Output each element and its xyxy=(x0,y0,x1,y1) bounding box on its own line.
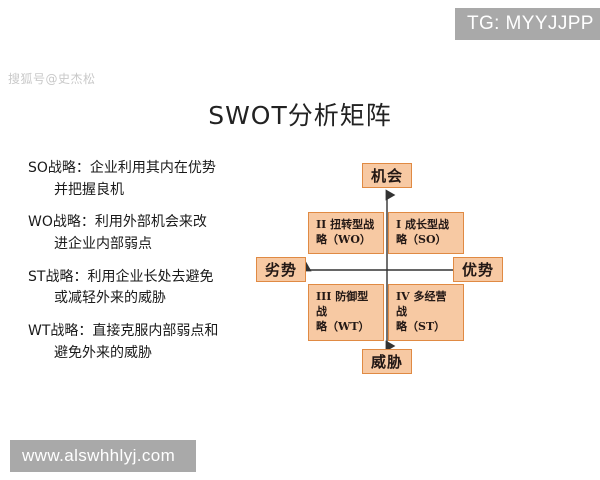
quadrant-wo-line-2: 略（WO） xyxy=(316,232,371,246)
strategy-wo-line-1: WO战略：利用外部机会来改 xyxy=(28,214,207,231)
strategy-st-line-1: ST战略：利用企业长处去避免 xyxy=(28,268,214,285)
quadrant-so-line-1: I 成长型战 xyxy=(396,218,449,231)
strategy-item-wo: WO战略：利用外部机会来改 进企业内部弱点 xyxy=(28,212,260,255)
axis-label-strength: 优势 xyxy=(453,257,503,282)
tg-banner: TG: MYYJJPP xyxy=(455,8,600,40)
strategy-wo-line-2: 进企业内部弱点 xyxy=(54,236,152,253)
quadrant-so: I 成长型战 略（SO） xyxy=(388,212,464,254)
quadrant-st-line-1: IV 多经营战 xyxy=(396,290,447,318)
strategy-st-line-2: 或减轻外来的威胁 xyxy=(54,290,166,307)
url-banner: www.alswhhlyj.com xyxy=(10,440,196,472)
quadrant-wt-line-2: 略（WT） xyxy=(316,319,370,333)
quadrant-wo-line-1: II 扭转型战 xyxy=(316,218,375,231)
strategy-so-line-1: SO战略：企业利用其内在优势 xyxy=(28,160,216,176)
quadrant-wt: III 防御型战 略（WT） xyxy=(308,284,384,341)
page-title: SWOT分析矩阵 xyxy=(208,101,392,130)
strategy-item-so: SO战略：企业利用其内在优势 并把握良机 xyxy=(28,158,260,201)
axis-label-threat: 威胁 xyxy=(362,349,412,374)
axis-label-weakness: 劣势 xyxy=(256,257,306,282)
watermark-text: 搜狐号@史杰松 xyxy=(8,72,96,86)
strategy-item-wt: WT战略：直接克服内部弱点和 避免外来的威胁 xyxy=(28,321,260,364)
strategy-item-st: ST战略：利用企业长处去避免 或减轻外来的威胁 xyxy=(28,267,260,310)
strategy-list: SO战略：企业利用其内在优势 并把握良机 WO战略：利用外部机会来改 进企业内部… xyxy=(28,158,260,376)
swot-matrix: II 扭转型战 略（WO） I 成长型战 略（SO） III 防御型战 略（WT… xyxy=(240,150,580,390)
quadrant-st-line-2: 略（ST） xyxy=(396,319,446,333)
quadrant-wt-line-1: III 防御型战 xyxy=(316,290,369,318)
axis-label-opportunity: 机会 xyxy=(362,163,412,188)
quadrant-wo: II 扭转型战 略（WO） xyxy=(308,212,384,254)
strategy-wt-line-2: 避免外来的威胁 xyxy=(54,344,152,361)
quadrant-so-line-2: 略（SO） xyxy=(396,232,447,246)
strategy-so-line-2: 并把握良机 xyxy=(54,181,124,198)
strategy-wt-line-1: WT战略：直接克服内部弱点和 xyxy=(28,323,219,340)
matrix-axes xyxy=(300,189,475,352)
quadrant-st: IV 多经营战 略（ST） xyxy=(388,284,464,341)
